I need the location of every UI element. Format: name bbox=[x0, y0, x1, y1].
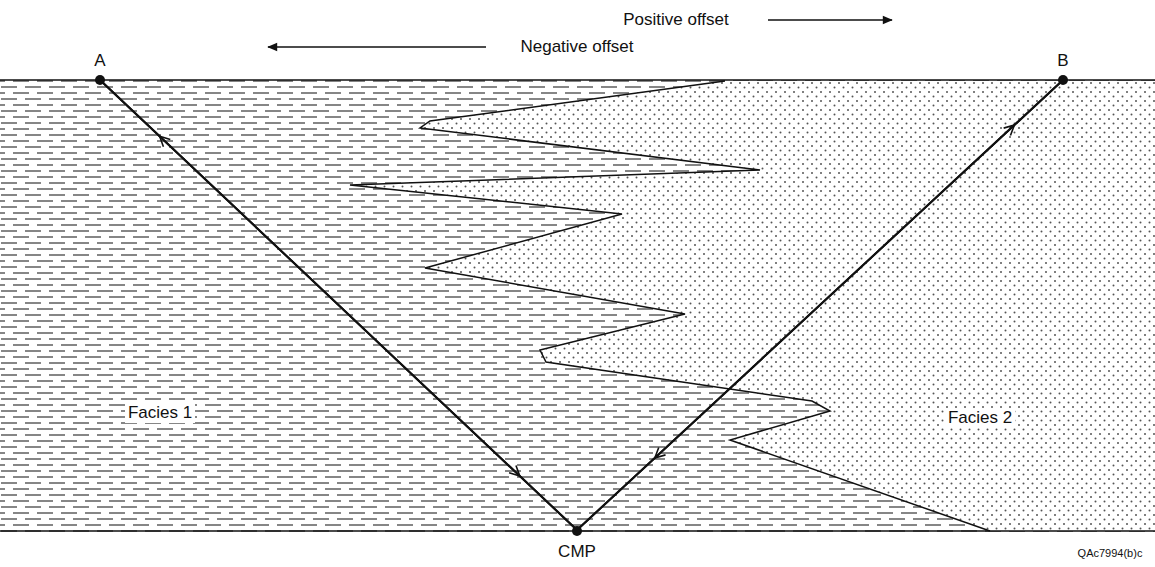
point-label: A bbox=[91, 51, 108, 71]
ray-down-left bbox=[100, 80, 577, 530]
offset-label: Negative offset bbox=[517, 37, 636, 57]
ray-up-left bbox=[100, 80, 577, 530]
offset-label: Positive offset bbox=[620, 10, 732, 30]
facies-1-fill bbox=[0, 80, 1155, 532]
figure-code: QAc7994(b)c bbox=[1075, 547, 1146, 560]
point-label: CMP bbox=[555, 542, 599, 562]
negative-offset-arrow bbox=[268, 46, 486, 48]
point-label: B bbox=[1054, 51, 1071, 71]
cmp-point bbox=[572, 526, 582, 536]
ray-down-right bbox=[577, 80, 1063, 530]
facies-label: Facies 1 bbox=[125, 403, 195, 423]
source-point bbox=[95, 75, 105, 85]
facies-2-ground bbox=[350, 81, 1155, 531]
facies-2-fill bbox=[350, 81, 1155, 531]
facies-label: Facies 2 bbox=[945, 408, 1015, 428]
positive-offset-arrow bbox=[768, 19, 892, 21]
receiver-point bbox=[1058, 75, 1068, 85]
facies-boundary bbox=[350, 81, 990, 531]
ray-up-right bbox=[577, 80, 1063, 530]
surface-line bbox=[0, 79, 1155, 81]
